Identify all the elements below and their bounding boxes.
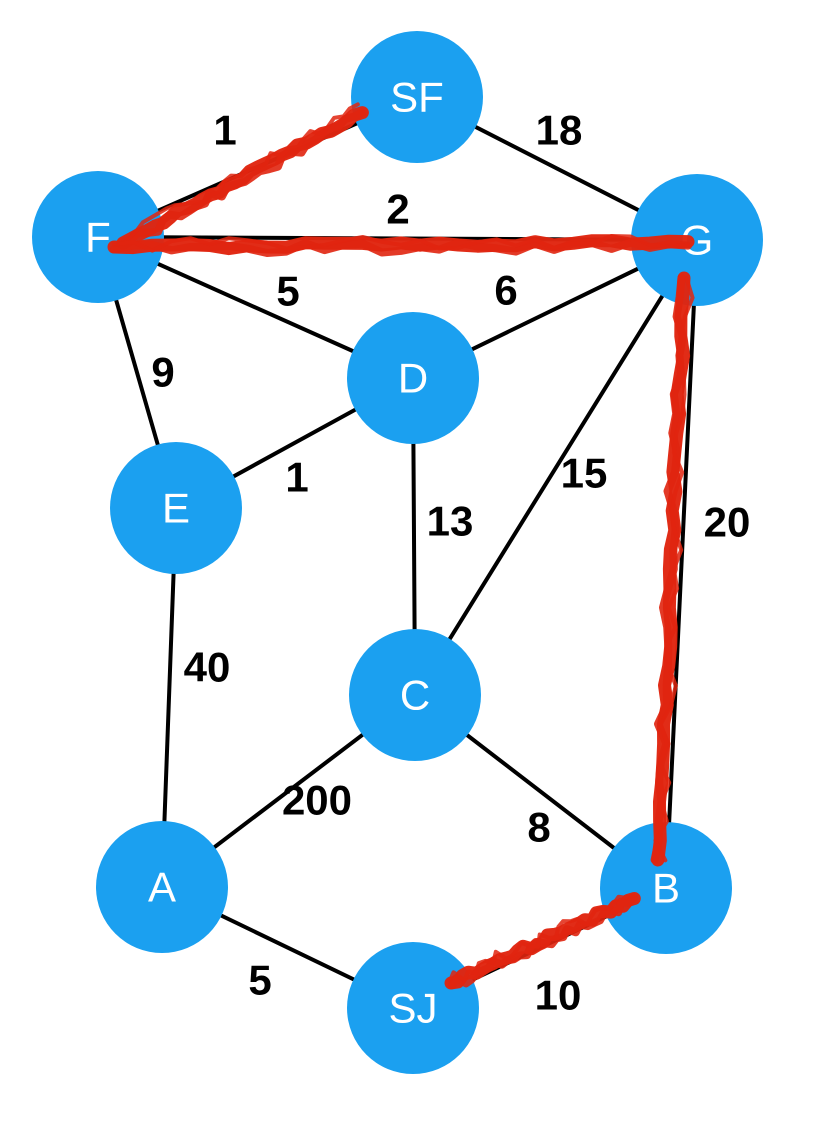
edge-weight-G-B: 20 (704, 499, 751, 546)
edge-weight-A-SJ: 5 (248, 957, 271, 1004)
edge-weight-F-G: 2 (386, 186, 409, 233)
node-E: E (110, 442, 242, 574)
node-SJ-circle (347, 942, 479, 1074)
highlight-stroke-pass (653, 276, 695, 863)
node-D-circle (347, 312, 479, 444)
node-F: F (32, 171, 164, 303)
edge-weight-E-D: 1 (285, 454, 308, 501)
highlight-stroke-G-B (650, 271, 695, 867)
highlight-layer (107, 102, 695, 990)
node-label-C: C (400, 672, 430, 719)
edge-weight-F-D: 5 (276, 268, 299, 315)
edge-C-G (413, 238, 699, 697)
node-E-circle (110, 442, 242, 574)
edge-weight-D-G: 6 (494, 267, 517, 314)
node-D: D (347, 312, 479, 444)
node-B: B (600, 822, 732, 954)
node-F-circle (32, 171, 164, 303)
highlight-stroke-pass (448, 893, 638, 990)
node-SF: SF (351, 31, 483, 163)
edge-weight-D-C: 13 (427, 498, 474, 545)
node-label-A: A (148, 864, 176, 911)
node-label-SJ: SJ (388, 985, 437, 1032)
edge-labels-layer: 1 18 2 5 6 9 1 13 15 20 40 200 8 5 10 (151, 107, 750, 1019)
node-G-circle (631, 174, 763, 306)
highlight-stroke-pass (119, 102, 360, 243)
node-SF-circle (351, 31, 483, 163)
highlight-stroke-F-G (107, 234, 695, 257)
edge-weight-SF-G: 18 (536, 107, 583, 154)
edge-weight-C-G: 15 (561, 450, 608, 497)
node-label-E: E (162, 485, 190, 532)
highlight-stroke-pass (111, 234, 690, 253)
edge-weight-E-A: 40 (184, 644, 231, 691)
node-label-B: B (652, 865, 680, 912)
node-B-circle (600, 822, 732, 954)
edge-weight-F-SF: 1 (213, 107, 236, 154)
highlight-stroke-F-SF (116, 102, 369, 250)
edge-weight-A-C: 200 (282, 777, 352, 824)
node-C: C (349, 629, 481, 761)
edge-weight-SJ-B: 10 (535, 972, 582, 1019)
edge-weight-F-E: 9 (151, 349, 174, 396)
highlight-stroke-SJ-B (444, 892, 641, 990)
node-A: A (96, 821, 228, 953)
edge-G-B (664, 238, 699, 890)
node-A-circle (96, 821, 228, 953)
highlight-stroke-pass (447, 893, 635, 983)
node-label-F: F (85, 214, 111, 261)
node-SJ: SJ (347, 942, 479, 1074)
edge-weight-C-B: 8 (527, 804, 550, 851)
node-C-circle (349, 629, 481, 761)
node-label-SF: SF (390, 74, 444, 121)
node-label-D: D (398, 355, 428, 402)
